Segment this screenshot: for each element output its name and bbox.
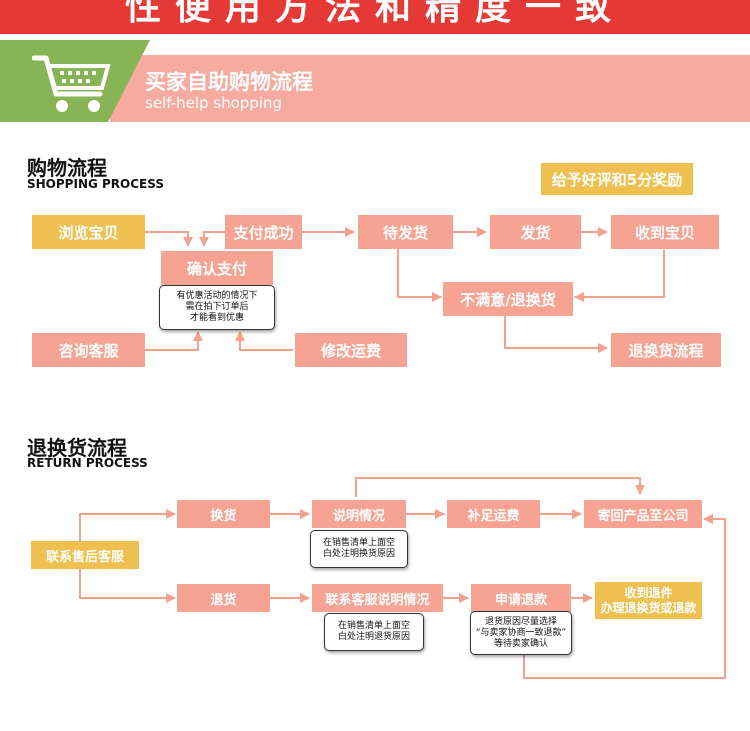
exchange-step: 换货 <box>177 500 270 528</box>
shopping-section-title: 购物流程 <box>27 156 107 180</box>
consult-service-step: 咨询客服 <box>32 333 145 367</box>
note-line: 退货原因尽量选择 <box>484 616 557 627</box>
modify-shipping-fee-step: 修改运费 <box>295 333 407 367</box>
receive-return-line: 收到退件 <box>624 585 673 600</box>
payment-success-step: 支付成功 <box>225 215 302 249</box>
refund-note: 在销售清单上面空 白处注明退货原因 <box>324 613 424 651</box>
contact-service-explain-step: 联系客服说明情况 <box>312 584 443 612</box>
return-section-subtitle: RETURN PROCESS <box>27 456 148 470</box>
header-banner-bg <box>110 55 750 122</box>
note-line: 白处注明换货原因 <box>322 549 395 559</box>
unsatisfied-return-step: 不满意/退换货 <box>443 282 573 316</box>
confirm-payment-step: 确认支付 <box>161 251 273 285</box>
note-line: 在销售清单上面空 <box>337 621 410 631</box>
confirm-payment-note: 有优惠活动的情况下 需在拍下订单后 才能看到优惠 <box>159 285 275 330</box>
apply-refund-note: 退货原因尽量选择 “与卖家协商一致退款” 等待卖家确认 <box>470 611 572 655</box>
top-banner-text: 性便用方法和精度一致 <box>124 0 625 28</box>
reward-box: 给予好评和5分奖励 <box>541 163 693 195</box>
return-process-step: 退换货流程 <box>611 333 721 367</box>
apply-refund-step: 申请退款 <box>471 584 571 612</box>
shipping-step: 发货 <box>490 215 581 249</box>
refund-goods-step: 退货 <box>177 584 270 612</box>
awaiting-shipment-step: 待发货 <box>358 215 453 249</box>
shopping-cart-icon <box>32 55 111 112</box>
note-line: 在销售清单上面空 <box>322 538 395 548</box>
note-line: “与卖家协商一致退款” <box>475 627 567 638</box>
receive-return-step: 收到退件 办理退换货或退款 <box>595 582 702 619</box>
exchange-note: 在销售清单上面空 白处注明换货原因 <box>310 530 408 568</box>
header-banner: 买家自助购物流程 self-help shopping <box>0 40 750 122</box>
note-line: 才能看到优惠 <box>189 313 244 323</box>
return-section-title: 退换货流程 <box>27 436 127 460</box>
contact-after-sales-step: 联系售后客服 <box>31 541 139 569</box>
receive-return-line: 办理退换货或退款 <box>600 600 697 615</box>
send-back-product-step: 寄回产品至公司 <box>584 500 702 528</box>
note-line: 白处注明退货原因 <box>337 632 410 642</box>
header-title: 买家自助购物流程 <box>145 70 313 94</box>
receive-item-step: 收到宝贝 <box>611 215 719 249</box>
top-banner: 性便用方法和精度一致 <box>0 0 750 34</box>
supplement-shipping-step: 补足运费 <box>447 500 540 528</box>
note-line: 有优惠活动的情况下 <box>176 291 258 301</box>
browse-items-step: 浏览宝贝 <box>32 215 145 249</box>
shopping-section-subtitle: SHOPPING PROCESS <box>27 177 164 191</box>
explain-situation-step: 说明情况 <box>312 500 406 528</box>
note-line: 等待卖家确认 <box>493 638 548 649</box>
header-subtitle: self-help shopping <box>145 94 283 112</box>
note-line: 需在拍下订单后 <box>185 302 249 312</box>
